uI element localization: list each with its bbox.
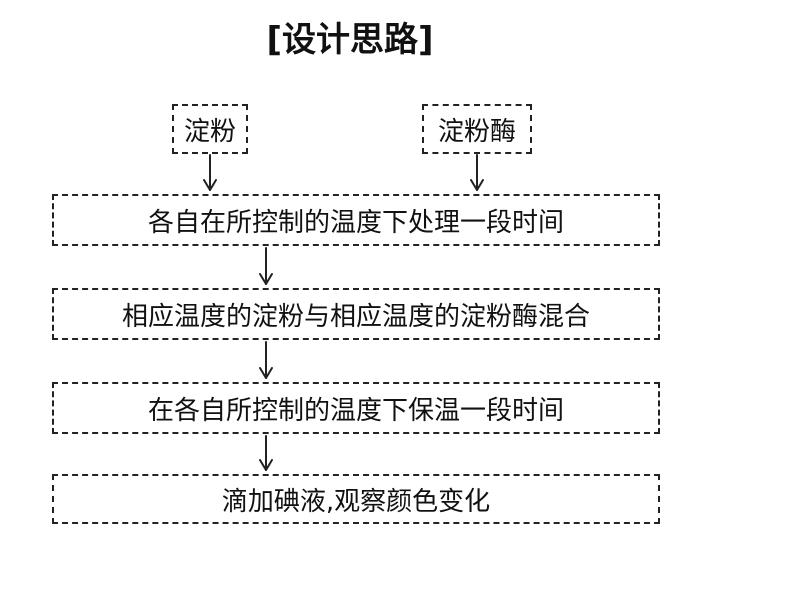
arrow-amylase-to-step1 [470, 154, 484, 191]
arrow-step2-to-step3 [259, 341, 273, 379]
amylase-box: 淀粉酶 [422, 104, 532, 154]
step-2-label: 相应温度的淀粉与相应温度的淀粉酶混合 [121, 301, 590, 332]
step-3-box: 在各自所控制的温度下保温一段时间 [52, 382, 660, 434]
arrow-step1-to-step2 [259, 247, 273, 285]
starch-box: 淀粉 [172, 104, 248, 154]
amylase-label: 淀粉酶 [437, 116, 516, 147]
diagram-title: [设计思路] [266, 20, 434, 60]
arrow-starch-to-step1 [203, 154, 217, 191]
step-1-label: 各自在所控制的温度下处理一段时间 [147, 207, 564, 238]
starch-label: 淀粉 [183, 116, 236, 147]
step-4-box: 滴加碘液,观察颜色变化 [52, 474, 660, 524]
arrow-step3-to-step4 [259, 435, 273, 471]
step-2-box: 相应温度的淀粉与相应温度的淀粉酶混合 [52, 288, 660, 340]
step-1-box: 各自在所控制的温度下处理一段时间 [52, 194, 660, 246]
step-4-label: 滴加碘液,观察颜色变化 [221, 486, 491, 517]
step-3-label: 在各自所控制的温度下保温一段时间 [147, 395, 564, 426]
